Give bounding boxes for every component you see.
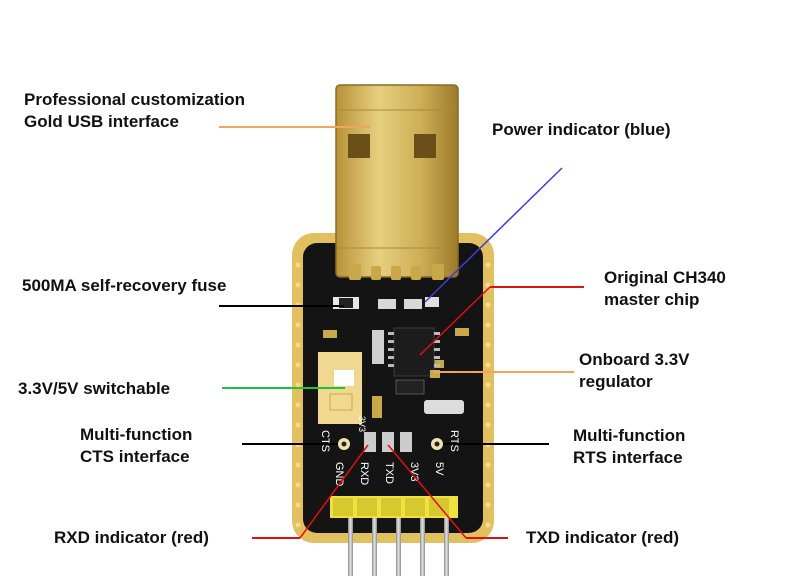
cts-label: Multi-function CTS interface: [80, 424, 192, 468]
chip-label: Original CH340 master chip: [604, 267, 726, 311]
rxd-callout-line-d: [299, 444, 369, 539]
chip-callout-line-d: [419, 286, 491, 356]
txd-callout-line-d: [387, 444, 467, 539]
txd-silk: TXD: [383, 462, 395, 484]
diode-component: [372, 396, 382, 418]
txd-led: [382, 432, 394, 452]
fuse-label: 500MA self-recovery fuse: [22, 276, 227, 295]
led-resistor: [400, 432, 412, 452]
rts-silk: RTS: [448, 430, 460, 452]
cts-label-line2: CTS interface: [80, 447, 190, 466]
usb-label-line1: Professional customization: [24, 90, 246, 109]
usb-pins: [349, 264, 444, 280]
power-callout-line: [424, 167, 563, 303]
pin-header: [330, 496, 458, 518]
power-led: [378, 297, 439, 309]
rxd-silk: RXD: [358, 462, 370, 485]
rts-label: Multi-function RTS interface: [573, 425, 685, 469]
ch340-chip: [388, 327, 440, 377]
cts-label-line1: Multi-function: [80, 425, 193, 444]
regulator-component: [395, 370, 440, 395]
pcb-board: [292, 233, 494, 543]
usb-label-line2: Gold USB interface: [24, 112, 179, 131]
usb-label: Professional customization Gold USB inte…: [24, 89, 245, 133]
regulator-label-line2: regulator: [579, 372, 653, 391]
header-pins: [348, 518, 449, 576]
cts-silk: CTS: [319, 430, 331, 452]
edge-pads: [295, 262, 491, 528]
switch-silk: 3V3: [357, 416, 367, 432]
5v-silk: 5V: [433, 462, 445, 476]
rts-label-line1: Multi-function: [573, 426, 686, 445]
usb-plug: [335, 84, 459, 278]
fuse-component: [333, 297, 359, 309]
header-silkscreen: GND RXD TXD 3V3 5V: [333, 462, 445, 487]
switch-label: 3.3V/5V switchable: [18, 379, 171, 398]
rts-label-line2: RTS interface: [573, 448, 683, 467]
chip-label-line2: master chip: [604, 290, 700, 309]
chip-label-line1: Original CH340: [604, 268, 726, 287]
regulator-label: Onboard 3.3V regulator: [579, 349, 690, 393]
txd-led-label: TXD indicator (red): [526, 528, 680, 547]
regulator-label-line1: Onboard 3.3V: [579, 350, 690, 369]
3v3-silk: 3V3: [408, 462, 420, 482]
gnd-silk: GND: [333, 462, 345, 487]
rxd-led-label: RXD indicator (red): [54, 528, 209, 547]
power-label: Power indicator (blue): [492, 120, 671, 139]
